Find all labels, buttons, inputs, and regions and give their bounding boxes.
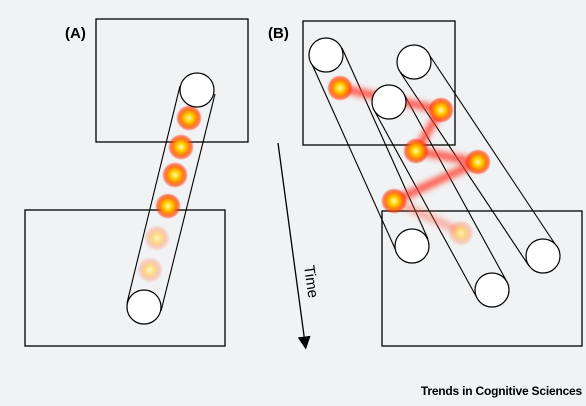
panel-b-tube1-edge [310, 61, 398, 254]
panel-a-ball [176, 105, 202, 131]
panel-b-ball [428, 97, 454, 123]
panel-a-ball-faint [137, 257, 163, 283]
panel-a-tube-edge [160, 93, 216, 312]
panel-a [24, 18, 249, 347]
panel-a-ball [155, 193, 181, 219]
journal-credit: Trends in Cognitive Sciences [420, 384, 582, 398]
panel-b-tube3-end [525, 238, 561, 274]
panel-a-ball [168, 134, 194, 160]
panel-b-ball [381, 188, 407, 214]
panel-b-ball [465, 149, 491, 175]
panel-b-tube2-edge [373, 109, 478, 299]
panel-a-lower-box [24, 209, 226, 347]
panel-a-label: (A) [65, 25, 86, 42]
panel-b-ball [403, 138, 429, 164]
time-arrow-shaft [277, 142, 311, 350]
panel-b-ball [327, 75, 353, 101]
panel-b-tube2-edge [403, 93, 508, 283]
panel-b-tube2-end [371, 84, 407, 120]
panel-b-lower-box [381, 210, 583, 347]
panel-a-ball [162, 162, 188, 188]
panel-b-tube3-edge [427, 52, 558, 248]
panel-b-tube1-end [308, 37, 344, 73]
panel-b [302, 20, 583, 347]
panel-b-ball-faint [448, 220, 474, 246]
time-arrow-label: Time [300, 264, 321, 299]
panel-a-tube-end [126, 289, 162, 325]
panel-a-upper-box [95, 18, 249, 143]
panel-a-ball-faint [144, 225, 170, 251]
panel-b-label: (B) [268, 25, 289, 42]
time-arrow: Time [277, 142, 321, 350]
panel-a-tube-end [179, 72, 215, 108]
panel-a-tube-edge [126, 85, 181, 304]
panel-b-tube1-end [394, 228, 430, 264]
panel-b-upper-box [302, 20, 456, 146]
panel-b-tube3-end [396, 44, 432, 80]
panel-b-tube2-end [474, 272, 510, 308]
